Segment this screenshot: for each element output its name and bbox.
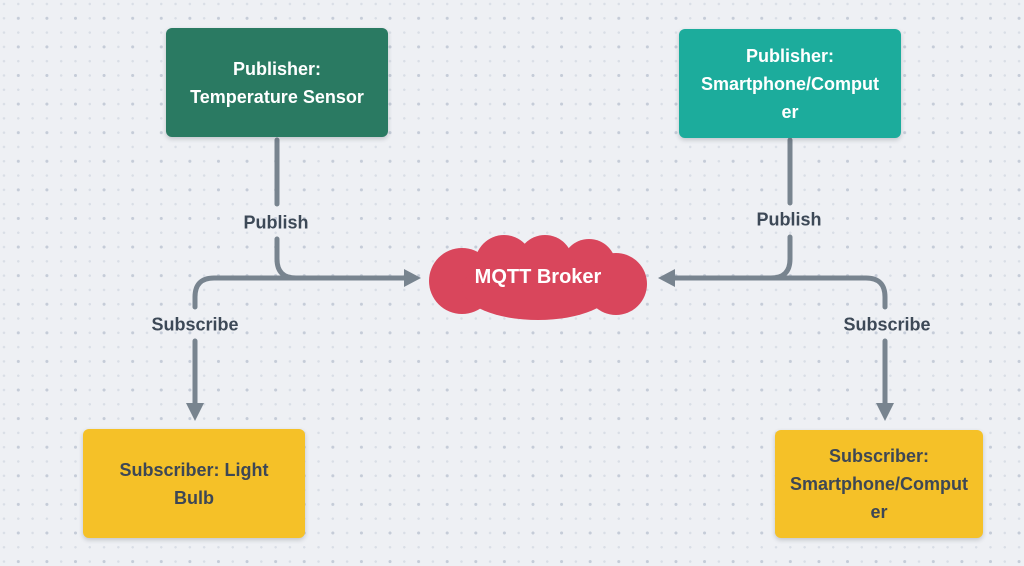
node-subscriber-light-bulb: Subscriber: Light Bulb [83, 429, 305, 538]
edge-label-subscribe-left: Subscribe [151, 314, 239, 335]
edge-right-subscribe-upper [765, 275, 888, 310]
edge-right-publish-line [672, 234, 793, 281]
connector-lines [192, 137, 888, 406]
edge-label-publish-left: Publish [243, 212, 309, 233]
arrowhead-right-subscriber [876, 403, 894, 421]
edge-label-publish-right: Publish [756, 209, 822, 230]
arrowheads [186, 269, 894, 421]
node-subscriber-smartphone-computer: Subscriber: Smartphone/Comput er [775, 430, 983, 538]
arrowhead-left-into-broker [404, 269, 421, 287]
arrowhead-left-subscriber [186, 403, 204, 421]
edge-left-subscribe-upper [192, 275, 303, 310]
edge-label-subscribe-right: Subscribe [843, 314, 931, 335]
node-publisher-smartphone-computer: Publisher: Smartphone/Comput er [679, 29, 901, 138]
edge-left-publish-line [274, 236, 407, 281]
node-publisher-temperature-sensor: Publisher: Temperature Sensor [166, 28, 388, 137]
node-mqtt-broker-label: MQTT Broker [474, 266, 602, 288]
arrowhead-right-into-broker [658, 269, 675, 287]
mqtt-broker-cloud [429, 235, 647, 320]
